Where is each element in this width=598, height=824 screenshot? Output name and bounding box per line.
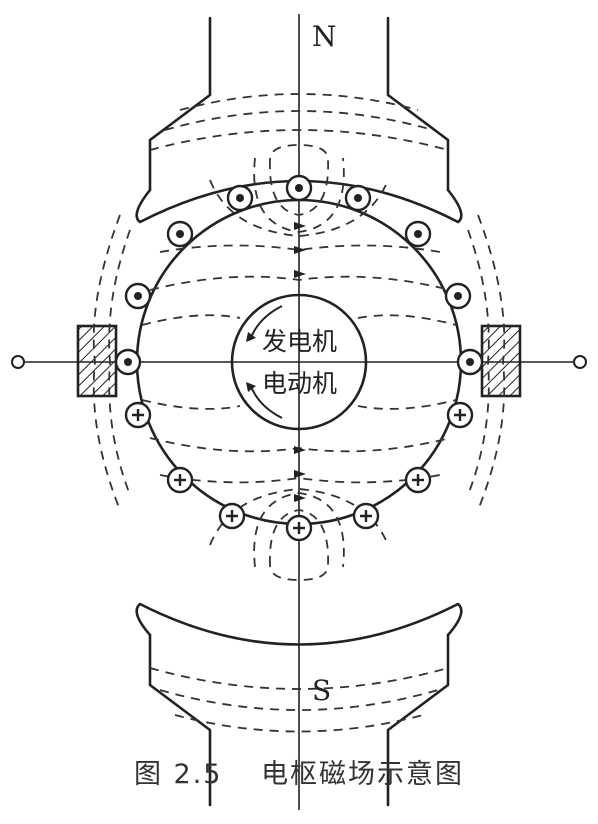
conductor-cross-mark — [293, 522, 305, 534]
motor-label: 电动机 — [262, 369, 337, 398]
conductor-cross-mark — [412, 474, 424, 486]
conductor-dot-mark — [134, 292, 142, 300]
conductor-dot-mark — [414, 230, 422, 238]
conductor-cross-mark — [226, 510, 238, 522]
flux-arrows — [294, 222, 306, 502]
conductor-cross-mark — [360, 510, 372, 522]
conductor-cross-mark — [454, 409, 466, 421]
left-terminal — [11, 355, 25, 369]
generator-label: 发电机 — [262, 327, 337, 356]
figure-number: 图 2.5 — [133, 759, 223, 790]
right-terminal — [573, 355, 587, 369]
conductor-dot-mark — [176, 230, 184, 238]
figure-title: 电枢磁场示意图 — [261, 759, 465, 790]
conductor-cross-mark — [132, 409, 144, 421]
armature-conductors — [114, 174, 484, 542]
north-pole-body — [148, 16, 450, 192]
conductor-cross-mark — [174, 474, 186, 486]
figure-caption: 图 2.5 电枢磁场示意图 — [0, 752, 598, 791]
conductor-dot-mark — [295, 184, 303, 192]
north-pole-label: N — [312, 20, 337, 53]
conductor-dot-mark — [236, 194, 244, 202]
conductor-dot-mark — [454, 292, 462, 300]
conductor-dot-mark — [124, 358, 132, 366]
flux-lines — [92, 93, 506, 733]
generator-arrow-head — [246, 332, 256, 342]
motor-arrow-head — [246, 382, 256, 392]
conductor-dot-mark — [466, 358, 474, 366]
conductor-dot-mark — [354, 194, 362, 202]
south-pole-label: S — [312, 674, 331, 707]
south-pole-body — [148, 633, 450, 807]
